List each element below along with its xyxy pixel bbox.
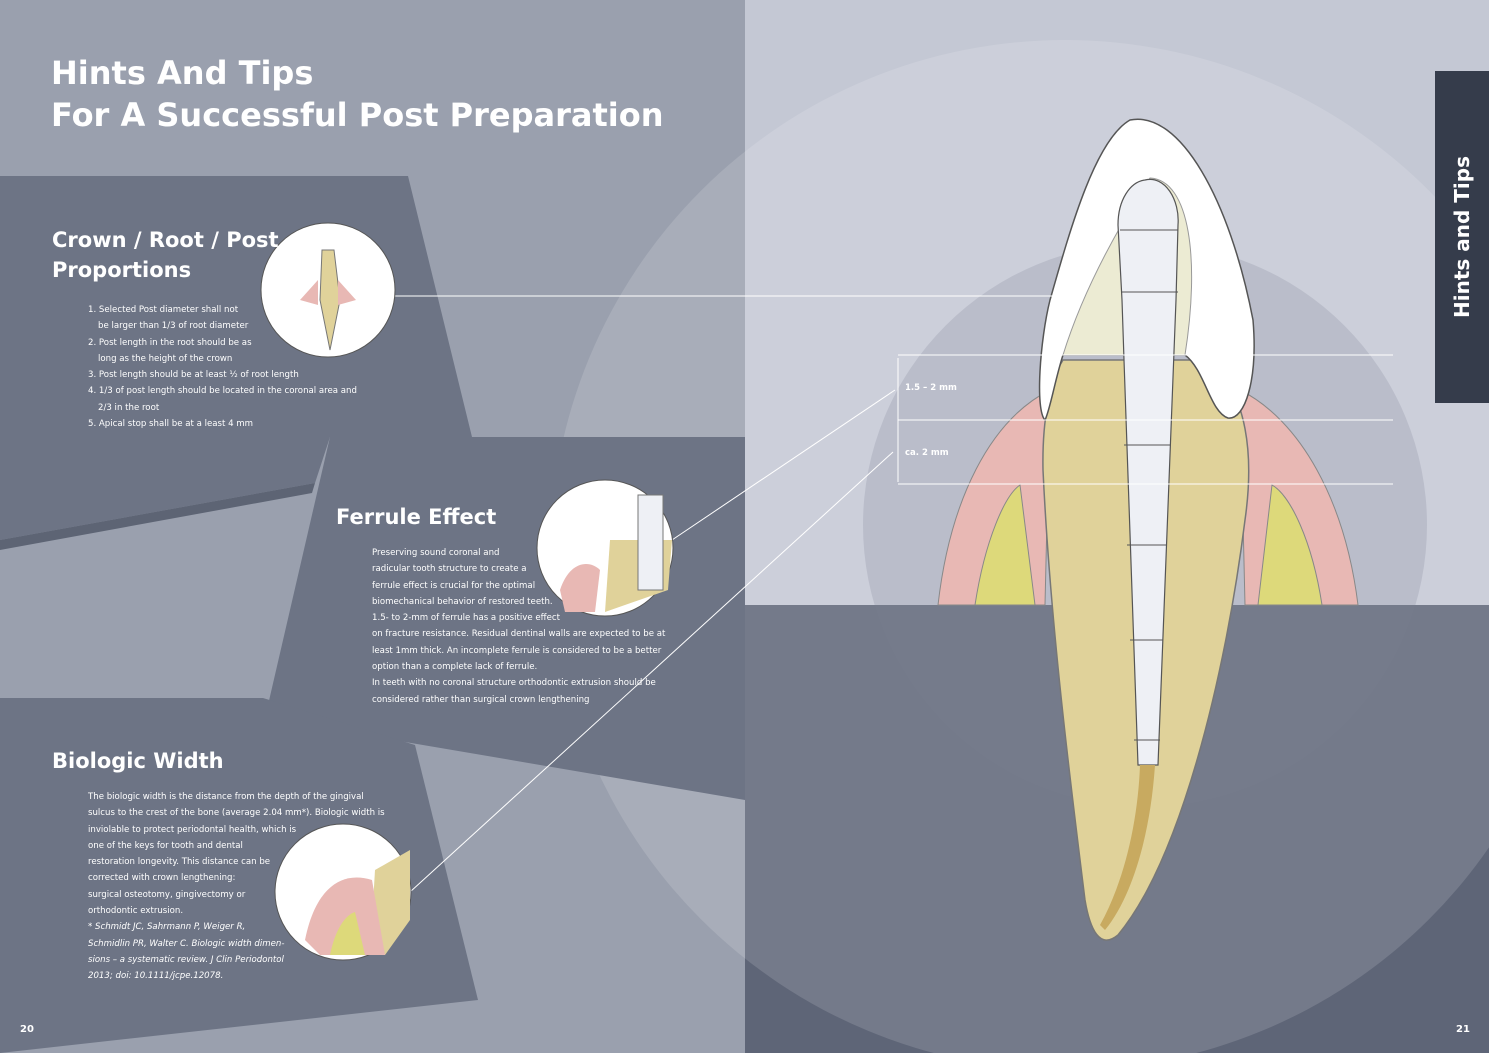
text-line: least 1mm thick. An incomplete ferrule i… [372, 645, 662, 656]
list-item: 3. Post length should be at least ½ of r… [88, 370, 299, 381]
heading-ferrule-effect: Ferrule Effect [336, 505, 497, 529]
list-item: 4. 1/3 of post length should be located … [88, 386, 357, 397]
list-item: 2. Post length in the root should be as [88, 337, 252, 348]
heading-crown-root-post: Crown / Root / Post Proportions [52, 225, 279, 285]
biologic-measurement-label: ca. 2 mm [905, 448, 949, 458]
text-line: In teeth with no coronal structure ortho… [372, 678, 656, 689]
bone-right [1257, 484, 1323, 606]
text-line: corrected with crown lengthening: [88, 873, 236, 884]
title-line-1: Hints And Tips [51, 54, 314, 92]
page-number-right: 21 [1456, 1024, 1470, 1035]
ferrule-text: Preserving sound coronal and radicular t… [372, 545, 665, 708]
list-item: 2/3 in the root [98, 402, 160, 413]
text-line: The biologic width is the distance from … [88, 792, 364, 802]
page-title: Hints And Tips For A Successful Post Pre… [51, 52, 664, 136]
page-number-left: 20 [20, 1024, 34, 1035]
list-item: 1. Selected Post diameter shall not [88, 305, 239, 315]
heading-line-2: Proportions [52, 258, 192, 282]
citation-line: * Schmidt JC, Sahrmann P, Weiger R, [88, 922, 246, 933]
text-line: ferrule effect is crucial for the optima… [372, 580, 536, 591]
title-line-2: For A Successful Post Preparation [51, 96, 664, 134]
text-line: radicular tooth structure to create a [372, 564, 527, 575]
list-item: long as the height of the crown [98, 353, 233, 364]
text-line: sulcus to the crest of the bone (average… [88, 808, 385, 819]
text-line: on fracture resistance. Residual dentina… [372, 629, 666, 640]
side-tab-label: Hints and Tips [1450, 156, 1474, 318]
citation-line: 2013; doi: 10.1111/jcpe.12078. [88, 971, 224, 982]
text-line: biomechanical behavior of restored teeth… [372, 596, 553, 607]
text-line: one of the keys for tooth and dental [88, 840, 243, 851]
side-tab: Hints and Tips [1435, 71, 1489, 403]
heading-biologic-width: Biologic Width [52, 749, 224, 773]
bone-left [974, 484, 1036, 606]
text-line: option than a complete lack of ferrule. [372, 662, 538, 673]
panel-biologic [0, 698, 478, 1053]
text-line: considered rather than surgical crown le… [372, 694, 590, 705]
heading-line-1: Crown / Root / Post [52, 228, 279, 252]
text-line: inviolable to protect periodontal health… [88, 824, 297, 835]
crown-list: 1. Selected Post diameter shall not be l… [88, 302, 357, 432]
list-item: 5. Apical stop shall be at a least 4 mm [88, 419, 254, 430]
text-line: surgical osteotomy, gingivectomy or [88, 889, 246, 900]
citation-line: Schmidlin PR, Walter C. Biologic width d… [88, 938, 285, 949]
text-line: Preserving sound coronal and [372, 548, 500, 558]
biologic-text: The biologic width is the distance from … [88, 789, 385, 985]
list-item: be larger than 1/3 of root diameter [98, 321, 249, 332]
citation-line: sions – a systematic review. J Clin Peri… [88, 954, 284, 965]
text-line: 1.5- to 2-mm of ferrule has a positive e… [372, 613, 560, 624]
text-line: restoration longevity. This distance can… [88, 857, 271, 868]
ferrule-measurement-label: 1.5 – 2 mm [905, 383, 957, 393]
text-line: orthodontic extrusion. [88, 906, 184, 917]
